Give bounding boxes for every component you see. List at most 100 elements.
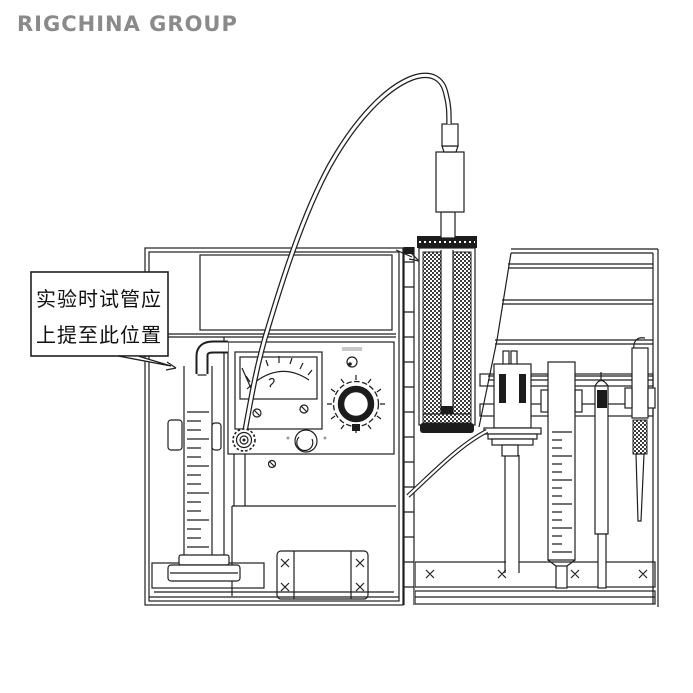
tube-jacket-right xyxy=(452,251,472,415)
tube-rim xyxy=(417,236,477,248)
console-lower-lines xyxy=(149,505,399,598)
rack-base-crossbar xyxy=(414,561,656,588)
adjust-knob-swirl xyxy=(296,436,314,452)
pipette-tip xyxy=(635,453,645,522)
console-top-panel xyxy=(199,254,393,331)
connector-knob-ring xyxy=(235,431,253,449)
graduated-cylinder xyxy=(167,366,241,582)
adjust-knob-body xyxy=(294,429,318,453)
holder-pad-left xyxy=(499,374,506,403)
probe-shaft xyxy=(440,211,456,239)
knob-ring xyxy=(337,385,375,423)
glass-tube-dome xyxy=(594,379,609,387)
burette xyxy=(540,361,583,589)
rack-top-edge xyxy=(511,248,658,254)
glass-tube-body xyxy=(594,385,609,535)
holder-pin-right xyxy=(510,350,518,366)
glass-tube-stem xyxy=(597,533,607,589)
panel-label-smudge xyxy=(342,347,362,351)
holder-pad-right xyxy=(519,374,526,403)
cylinder-graduations xyxy=(187,411,209,548)
drain-tube-core xyxy=(197,342,228,374)
connector-knob-inner xyxy=(239,435,249,445)
mounting-plate-strips xyxy=(293,551,352,599)
meter-screw-right-slot xyxy=(300,405,308,413)
adjust-knob xyxy=(286,429,327,453)
panel-screw-head xyxy=(267,459,277,469)
pipette-grip xyxy=(632,419,648,455)
callout-tail xyxy=(117,355,172,367)
pipette-body xyxy=(631,347,649,419)
tube-pointer-arrow xyxy=(395,249,420,262)
electrode-cable xyxy=(406,429,489,498)
meter-screw-left xyxy=(252,408,262,418)
adjust-knob-mark-right xyxy=(323,436,327,440)
callout-text-line1: 实验时试管应 xyxy=(36,287,162,311)
meter-scale-mark xyxy=(268,377,275,388)
tube-channel-fill xyxy=(441,250,453,414)
cylinder-clamp-right xyxy=(211,422,222,451)
cable-connector-knob xyxy=(232,428,256,452)
console-outer-case xyxy=(144,247,404,606)
tube-bottom-cap xyxy=(420,423,474,433)
probe-connector xyxy=(441,123,459,147)
instrument-console xyxy=(144,247,404,606)
tube-bottom-jacket xyxy=(422,413,472,424)
probe-cable xyxy=(241,72,452,438)
cylinder-foot-upper xyxy=(178,554,230,566)
sensor-probe xyxy=(435,123,465,239)
meter-screw-right xyxy=(299,404,309,414)
hinge-column xyxy=(403,247,415,607)
electrode-holder xyxy=(483,350,542,573)
burette-tip xyxy=(555,565,568,589)
knob-tick-marks xyxy=(327,375,385,433)
holder-stem xyxy=(501,444,519,457)
rack-screw-x-marks xyxy=(425,569,648,579)
mounting-plate xyxy=(276,550,369,600)
burette-clamp-left xyxy=(540,389,549,413)
burette-clamp-right xyxy=(574,389,583,413)
panel-screw xyxy=(267,459,277,469)
meter-screw-left-slot xyxy=(253,409,261,417)
tube-jacket-left xyxy=(422,251,442,415)
probe-taper xyxy=(441,145,459,153)
burette-graduations xyxy=(552,431,572,553)
plate-screw-x-marks xyxy=(280,558,365,592)
holder-flange-3 xyxy=(491,438,534,446)
probe-body xyxy=(435,151,465,213)
hinge-rungs xyxy=(404,261,414,588)
holder-pin-left xyxy=(502,350,510,366)
pipette-clamp-right xyxy=(647,387,656,409)
rack-right-edge xyxy=(652,249,659,607)
jacketed-test-tube xyxy=(395,236,477,434)
holder-rods xyxy=(504,455,520,573)
indicator-light-ring xyxy=(346,356,358,368)
pipette xyxy=(624,337,656,522)
indicator-light-dot xyxy=(348,362,352,366)
console-inner-case xyxy=(148,251,400,602)
cylinder-clamp-left xyxy=(167,419,183,451)
hinge-rails xyxy=(403,247,415,605)
holder-rod-fill xyxy=(506,455,519,573)
holder-flange-1 xyxy=(483,427,542,435)
glass-tube xyxy=(594,372,609,589)
panel-screw-slot xyxy=(268,460,276,468)
connector-knob-center xyxy=(242,438,246,442)
adjust-knob-mark-left xyxy=(286,436,290,440)
holder-flange-2 xyxy=(487,433,538,440)
console-conduit xyxy=(233,454,246,506)
burette-taper xyxy=(547,559,576,567)
callout-text-line2: 上提至此位置 xyxy=(36,323,162,347)
selector-knob xyxy=(327,375,385,433)
knob-pointer xyxy=(352,424,360,431)
drain-tube xyxy=(195,340,228,376)
hinge-fill xyxy=(403,247,415,607)
electrode-cable-core xyxy=(407,430,488,497)
console-front-panel xyxy=(227,341,395,455)
hinge-cap xyxy=(404,247,414,254)
glass-tube-collar xyxy=(597,390,607,408)
cylinder-walls xyxy=(183,366,213,557)
brand-logo-text: RIGCHINA GROUP xyxy=(17,12,238,36)
